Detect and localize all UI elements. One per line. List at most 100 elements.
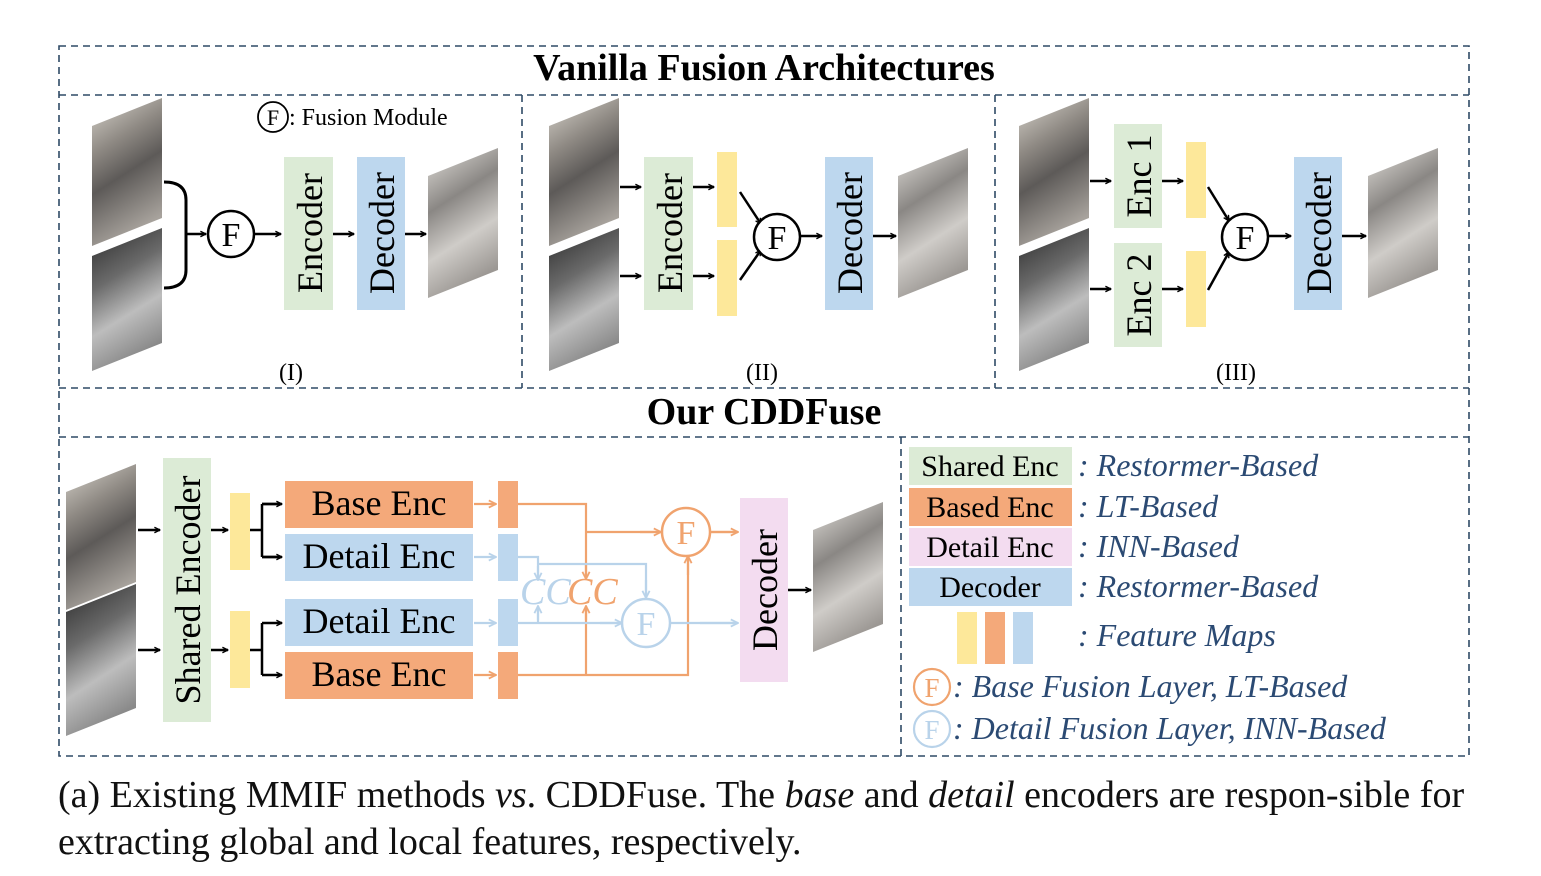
- caption-detail: detail: [928, 774, 1015, 816]
- legend-fm-yellow: [957, 612, 977, 664]
- infrared-image: [92, 228, 162, 371]
- legend-desc-decoder: : Restormer-Based: [1078, 568, 1319, 604]
- decoder-block: [357, 157, 405, 310]
- panel-label-2: (II): [746, 360, 778, 386]
- encoder-label: Encoder: [650, 173, 690, 293]
- cddfuse-figure: Vanilla Fusion Architectures Our CDDFuse…: [58, 45, 1470, 757]
- legend-fm-orange: [985, 612, 1005, 664]
- arrow: [1206, 252, 1231, 291]
- visible-image: [66, 464, 136, 610]
- base-enc-top: [285, 481, 473, 528]
- legend-box-shared: Shared Enc: [921, 450, 1058, 483]
- encoder-label: Encoder: [290, 173, 330, 293]
- panel-2: Encoder F Decoder (II): [549, 98, 968, 386]
- legend-desc-shared: : Restormer-Based: [1078, 447, 1319, 483]
- legend-desc-detail: : INN-Based: [1078, 528, 1240, 564]
- title-cddfuse: Our CDDFuse: [647, 391, 882, 433]
- detail-enc-bottom-label: Detail Enc: [303, 601, 456, 641]
- cc-detail: CC: [520, 571, 571, 613]
- visible-image: [549, 98, 619, 246]
- panel-label-1: (I): [279, 360, 303, 386]
- caption-part: encoders are respon-sible for extracting…: [58, 774, 1465, 863]
- legend-base-fusion-text: : Base Fusion Layer, LT-Based: [953, 668, 1348, 704]
- legend-box-base: Based Enc: [926, 491, 1053, 524]
- detail-enc-bottom: [285, 599, 473, 646]
- legend-desc-base: : LT-Based: [1078, 488, 1219, 524]
- figure-caption: (a) Existing MMIF methods vs. CDDFuse. T…: [58, 772, 1488, 866]
- base-enc-bottom-label: Base Enc: [312, 654, 447, 694]
- split-connector: [250, 502, 281, 559]
- legend-detail-fusion-text: : Detail Fusion Layer, INN-Based: [953, 710, 1387, 746]
- detail-enc-top-label: Detail Enc: [303, 536, 456, 576]
- outer-frame: [58, 45, 1470, 757]
- base-fusion-layer: [660, 506, 712, 558]
- fusion-legend-text: : Fusion Module: [289, 105, 448, 131]
- legend-box-detail: Detail Enc: [926, 531, 1053, 564]
- decoder-block: [825, 157, 873, 310]
- caption-base: base: [784, 774, 855, 816]
- fusion-label: F: [222, 217, 241, 254]
- infrared-image: [549, 228, 619, 371]
- feature-map: [230, 493, 250, 570]
- feature-map: [1186, 251, 1206, 327]
- legend-swatch-shared: [909, 447, 1072, 485]
- decoder-label: Decoder: [745, 529, 785, 651]
- shared-encoder-label: Shared Encoder: [168, 476, 208, 705]
- arrow: [738, 250, 763, 281]
- base-fusion-symbol: F: [677, 515, 696, 552]
- base-feature-top: [498, 481, 518, 528]
- visible-image: [92, 98, 162, 246]
- decoder-label: Decoder: [830, 172, 870, 294]
- legend-base-fusion-icon: [912, 667, 952, 707]
- encoder-1-block: [1114, 124, 1162, 228]
- fusion-label: F: [1236, 220, 1255, 257]
- base-fusion-path: [518, 502, 737, 677]
- feature-map: [717, 240, 737, 316]
- decoder-block: [740, 498, 788, 682]
- caption-part: . CDDFuse. The: [526, 774, 785, 816]
- decoder-label: Decoder: [362, 172, 402, 294]
- panel-label-3: (III): [1216, 360, 1256, 386]
- base-feature-bottom: [498, 652, 518, 699]
- feature-map: [717, 152, 737, 227]
- legend: Shared Enc : Restormer-Based Based Enc :…: [909, 447, 1387, 749]
- infrared-image: [66, 584, 136, 736]
- decoder-label: Decoder: [1299, 172, 1339, 294]
- decoder-block: [1294, 157, 1342, 310]
- fusion-legend-symbol: F: [267, 105, 279, 130]
- detail-fusion-layer: [620, 597, 672, 649]
- legend-swatch-detail: [909, 528, 1072, 566]
- infrared-image: [1019, 228, 1089, 371]
- legend-feature-maps: : Feature Maps: [1078, 617, 1276, 653]
- legend-detail-fusion-icon: [912, 709, 952, 749]
- cddfuse-pipeline: Shared Encoder Base Enc Detail Enc Detai…: [66, 458, 883, 736]
- detail-feature-top: [498, 534, 518, 581]
- feature-map: [230, 611, 250, 688]
- fused-image: [898, 148, 968, 298]
- base-enc-top-label: Base Enc: [312, 483, 447, 523]
- detail-enc-top: [285, 534, 473, 581]
- feature-map: [1186, 142, 1206, 218]
- cc-base: CC: [567, 571, 618, 613]
- encoder-block: [284, 157, 333, 310]
- panel-3: Enc 1 Enc 2 F Decoder (III): [1019, 98, 1438, 386]
- legend-detail-fusion-symbol: F: [924, 715, 939, 745]
- legend-fm-blue: [1013, 612, 1033, 664]
- caption-vs: vs: [494, 774, 527, 816]
- fused-image: [1368, 148, 1438, 298]
- fusion-label: F: [768, 220, 787, 257]
- visible-image: [1019, 98, 1089, 246]
- caption-part: and: [854, 774, 929, 816]
- panel-1: F Encoder Decoder F : Fusion Module (I): [92, 98, 498, 386]
- title-vanilla: Vanilla Fusion Architectures: [533, 47, 995, 89]
- arrow: [738, 191, 763, 224]
- arrow: [1206, 186, 1231, 221]
- fusion-legend-icon: [257, 101, 289, 133]
- legend-box-decoder: Decoder: [939, 571, 1041, 604]
- shared-encoder-block: [163, 458, 211, 722]
- legend-swatch-decoder: [909, 568, 1072, 606]
- legend-swatch-base: [909, 488, 1072, 526]
- fused-image: [813, 502, 883, 652]
- legend-base-fusion-symbol: F: [924, 673, 939, 703]
- base-enc-bottom: [285, 652, 473, 699]
